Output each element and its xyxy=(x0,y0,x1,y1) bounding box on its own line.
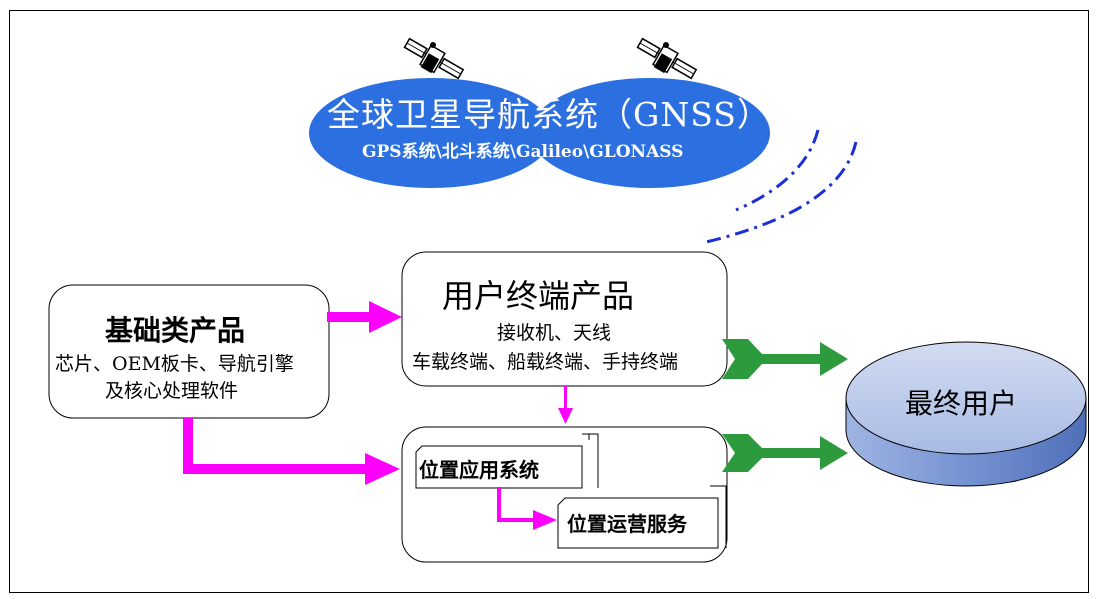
arrow-location-to-user xyxy=(722,434,848,472)
terminal-products-title: 用户终端产品 xyxy=(442,277,635,315)
end-user-cylinder xyxy=(845,341,1087,487)
location-service-label: 位置运营服务 xyxy=(567,512,687,536)
terminal-products-line2: 车载终端、船载终端、手持终端 xyxy=(412,351,679,373)
location-app-label: 位置应用系统 xyxy=(419,458,539,482)
terminal-products-line1: 接收机、天线 xyxy=(497,322,612,344)
arrow-terminal-to-user xyxy=(722,339,848,379)
arrow-app-to-service xyxy=(497,487,557,530)
diagram-frame xyxy=(9,10,1089,593)
location-app-card xyxy=(415,445,583,489)
satellite-icon xyxy=(636,37,697,80)
gnss-ellipse-right xyxy=(530,78,770,188)
gnss-title: 全球卫星导航系统（GNSS） xyxy=(327,95,771,134)
basic-products-title: 基础类产品 xyxy=(105,314,246,347)
basic-products-line2: 及核心处理软件 xyxy=(105,380,239,402)
gnss-ellipse-left xyxy=(309,78,553,188)
location-service-card xyxy=(557,497,719,549)
signal-arc-inner xyxy=(735,129,820,212)
arrow-basic-to-terminal xyxy=(327,301,402,333)
satellite-icon xyxy=(403,37,464,80)
gnss-subtitle: GPS系统\北斗系统\Galileo\GLONASS xyxy=(362,142,684,162)
basic-products-line1: 芯片、OEM板卡、导航引擎 xyxy=(55,353,294,375)
arrow-basic-to-location xyxy=(183,418,400,485)
signal-arc-outer xyxy=(705,141,858,244)
end-user-label: 最终用户 xyxy=(905,387,1018,420)
arrow-terminal-to-location xyxy=(558,386,573,424)
